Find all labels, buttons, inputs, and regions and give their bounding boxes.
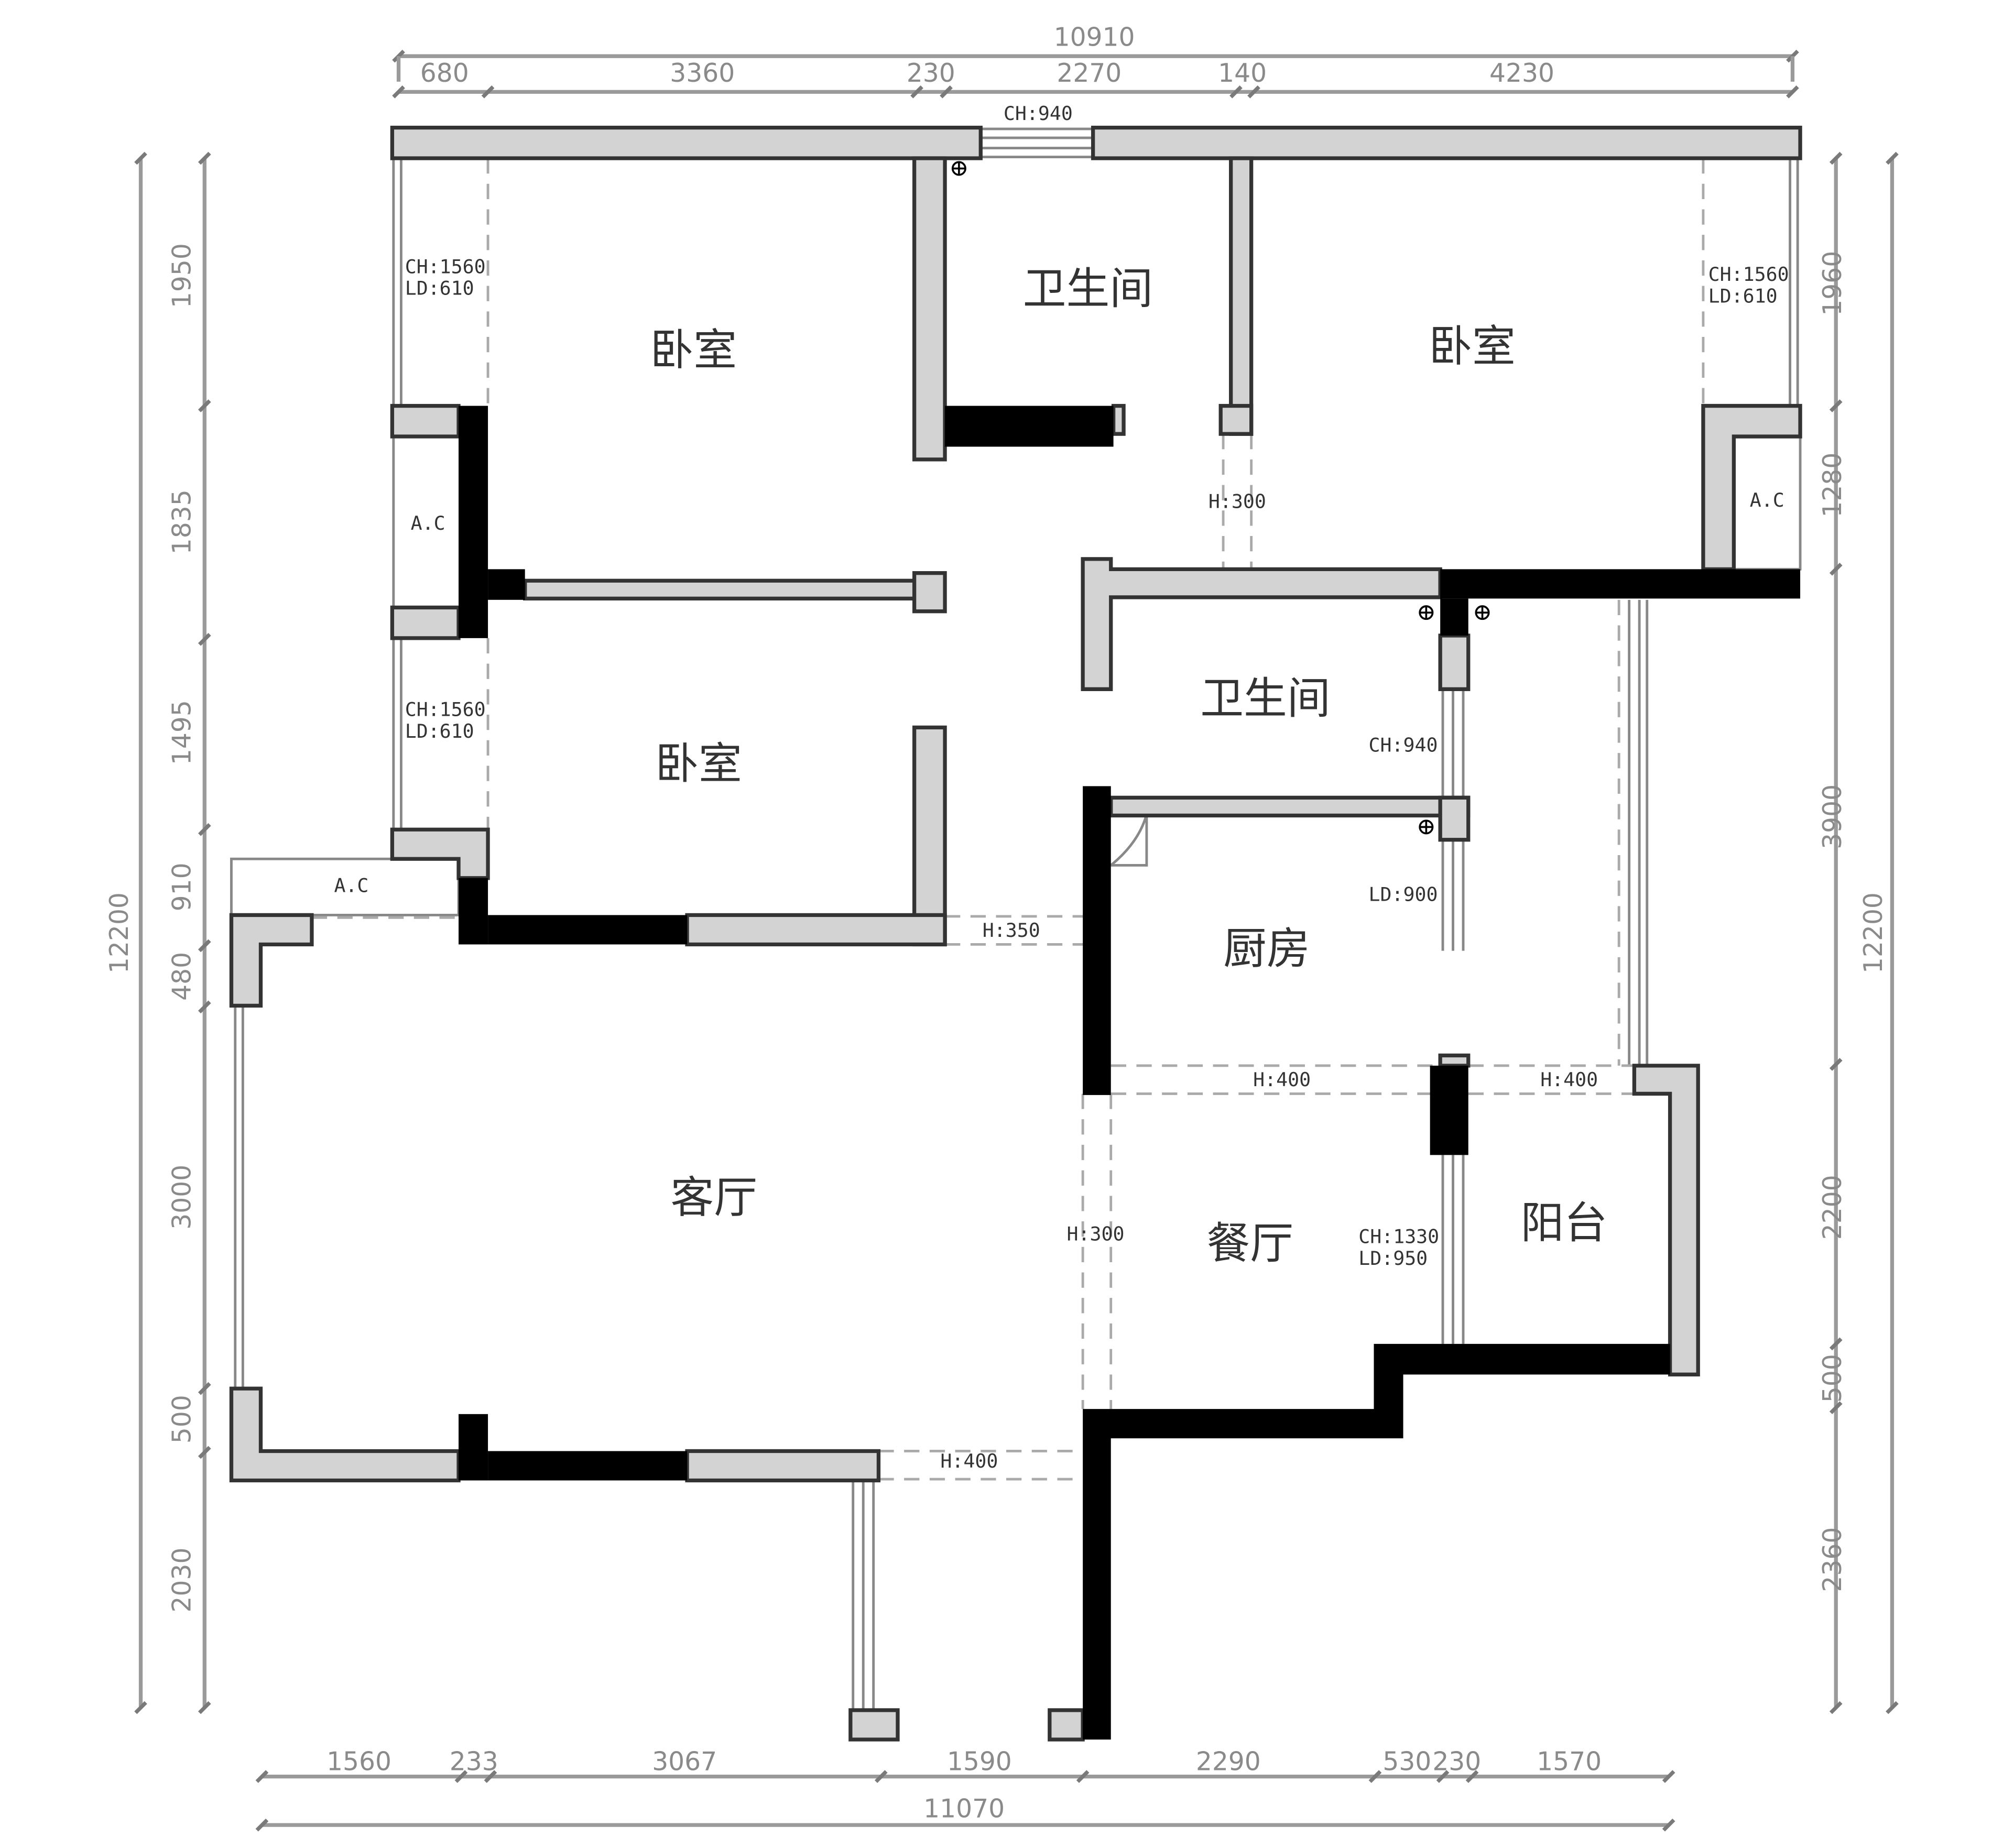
room-balcony: 阳台 xyxy=(1521,1198,1608,1249)
ann-ch1560-b: CH:1560 xyxy=(1708,263,1789,286)
floor-drain-icon xyxy=(1475,605,1490,620)
dim-left-7: 2030 xyxy=(168,1548,197,1613)
room-bedroom-ne: 卧室 xyxy=(1429,321,1516,371)
dim-bottom-1: 233 xyxy=(450,1747,498,1776)
dim-bottom-5: 530 xyxy=(1383,1747,1431,1776)
existing-walls xyxy=(229,125,1802,1742)
ann-ac-1: A.C xyxy=(411,512,445,534)
dim-left-total: 12200 xyxy=(105,892,134,974)
floor-drain-icon xyxy=(1419,819,1434,835)
ann-ch1560-a: CH:1560 xyxy=(405,255,486,278)
ann-ch1330: CH:1330 xyxy=(1358,1225,1439,1248)
beam-lines xyxy=(311,158,1705,1481)
ann-h400-c: H:400 xyxy=(940,1450,998,1472)
room-dining: 餐厅 xyxy=(1206,1218,1293,1269)
dim-left-1: 1835 xyxy=(168,489,197,554)
ann-h300-a: H:300 xyxy=(1209,490,1266,512)
dim-bottom-7: 1570 xyxy=(1537,1747,1602,1776)
ann-ac-3: A.C xyxy=(334,874,368,897)
floor-drain-icons xyxy=(951,161,1490,835)
dim-bottom-0: 1560 xyxy=(326,1747,391,1776)
room-labels: 卧室 卫生间 卧室 卧室 卫生间 厨房 客厅 餐厅 阳台 xyxy=(650,264,1607,1269)
room-bathroom-n: 卫生间 xyxy=(1023,264,1153,314)
dim-right-5: 2360 xyxy=(1818,1527,1847,1592)
floor-drain-icon xyxy=(1419,605,1434,620)
ann-ch1560-c: CH:1560 xyxy=(405,698,486,720)
dim-top-total: 10910 xyxy=(1054,23,1135,52)
new-walls xyxy=(459,406,1801,1740)
ann-ld610-a: LD:610 xyxy=(405,277,474,300)
annotations: CH:940 CH:1560 LD:610 CH:1560 LD:610 CH:… xyxy=(334,102,1789,1472)
dim-top-1: 3360 xyxy=(670,59,735,88)
room-kitchen: 厨房 xyxy=(1223,923,1310,974)
dim-left-2: 1495 xyxy=(168,700,197,765)
dim-top-3: 2270 xyxy=(1057,59,1122,88)
dim-left-3: 910 xyxy=(168,862,197,911)
room-bedroom-w: 卧室 xyxy=(655,738,742,789)
dim-top-5: 4230 xyxy=(1489,59,1554,88)
ann-ld950: LD:950 xyxy=(1358,1247,1428,1270)
dim-top-0: 680 xyxy=(420,59,469,88)
ann-ch940-mid: CH:940 xyxy=(1369,734,1438,757)
ann-h300-b: H:300 xyxy=(1067,1223,1125,1245)
dim-right-total: 12200 xyxy=(1859,892,1888,974)
dim-right-0: 1960 xyxy=(1818,251,1847,316)
ann-ac-2: A.C xyxy=(1750,489,1784,511)
floor-drain-icon xyxy=(951,161,966,176)
dim-left-6: 500 xyxy=(168,1395,197,1444)
ann-ld900: LD:900 xyxy=(1369,883,1438,906)
dim-right-4: 500 xyxy=(1818,1354,1847,1403)
dim-bottom-6: 230 xyxy=(1432,1747,1481,1776)
dim-top-2: 230 xyxy=(907,59,955,88)
ann-h350: H:350 xyxy=(983,919,1040,942)
room-living: 客厅 xyxy=(670,1172,757,1223)
dim-right-2: 3900 xyxy=(1818,784,1847,849)
ann-h400-b: H:400 xyxy=(1540,1068,1598,1091)
dim-bottom-3: 1590 xyxy=(947,1747,1012,1776)
dimension-labels: 10910 680 3360 230 2270 140 4230 1560 23… xyxy=(105,23,1888,1824)
dim-left-4: 480 xyxy=(168,952,197,1001)
windows xyxy=(230,127,1802,1710)
ann-ld610-c: LD:610 xyxy=(405,720,474,742)
room-bathroom-c: 卫生间 xyxy=(1200,673,1330,724)
dim-bottom-4: 2290 xyxy=(1196,1747,1261,1776)
dim-left-0: 1950 xyxy=(168,243,197,308)
dim-right-1: 1280 xyxy=(1818,453,1847,518)
ann-ld610-b: LD:610 xyxy=(1708,285,1778,307)
ann-h400-a: H:400 xyxy=(1253,1068,1311,1091)
dim-left-5: 3000 xyxy=(168,1165,197,1230)
dimension-lines xyxy=(134,49,1899,1832)
dim-top-4: 140 xyxy=(1218,59,1267,88)
dim-bottom-total: 11070 xyxy=(923,1795,1005,1824)
dim-bottom-2: 3067 xyxy=(652,1747,717,1776)
ann-ch940-top: CH:940 xyxy=(1004,102,1073,125)
dim-right-3: 2200 xyxy=(1818,1175,1847,1240)
room-bedroom-nw: 卧室 xyxy=(650,325,737,376)
